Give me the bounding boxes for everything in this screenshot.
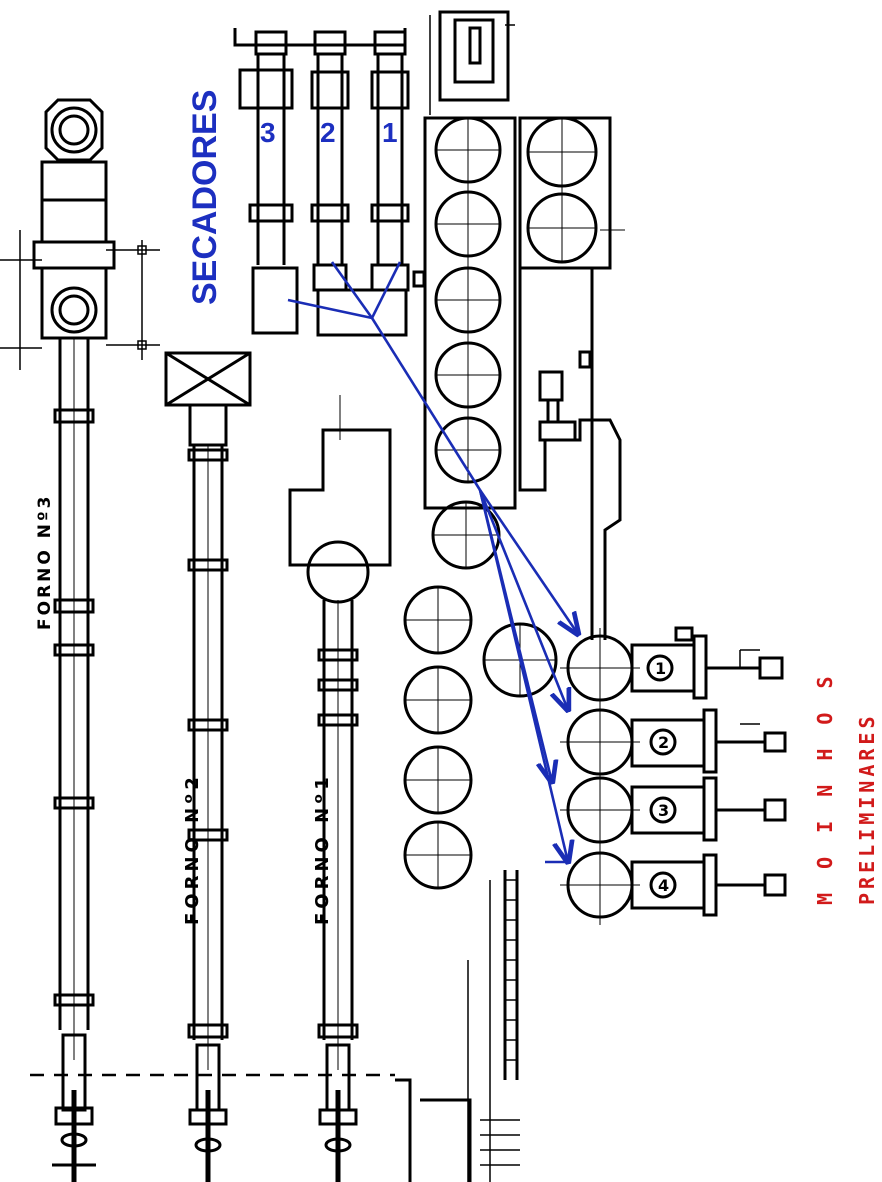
- dryer-3-number: 3: [260, 117, 276, 148]
- material-flow-arrows: [287, 261, 578, 862]
- kiln-2-label: FORNO Nº2: [182, 773, 203, 925]
- mill-1: [560, 626, 784, 708]
- dryers: [233, 28, 426, 337]
- mill-3-number: 3: [658, 801, 669, 820]
- kiln-1-label: FORNO Nº1: [312, 773, 333, 925]
- mill-2: [560, 702, 787, 782]
- mill-4-number: 4: [658, 876, 669, 895]
- mill-4: [560, 845, 787, 925]
- mill-1-number: 1: [655, 659, 666, 678]
- mill-2-number: 2: [658, 733, 669, 752]
- dryers-label: SECADORES: [186, 90, 224, 305]
- mill-3: [560, 770, 787, 850]
- kiln-3-label: FORNO Nº3: [35, 494, 55, 630]
- mills-label-line2: PRELIMINARES: [855, 713, 879, 906]
- silo-group-lower: [403, 500, 558, 890]
- silo-column-right: [518, 116, 625, 640]
- kiln-1: [288, 395, 392, 1182]
- dryer-2-number: 2: [320, 117, 336, 148]
- top-buildings: [429, 10, 515, 115]
- kiln-3: [0, 98, 160, 1182]
- silo-column-left: [423, 116, 517, 510]
- mills-label-line1: M O I N H O S: [813, 670, 837, 905]
- lower-right-structures: [395, 870, 520, 1182]
- dryer-1-number: 1: [382, 117, 398, 148]
- kiln-2: [164, 351, 252, 1182]
